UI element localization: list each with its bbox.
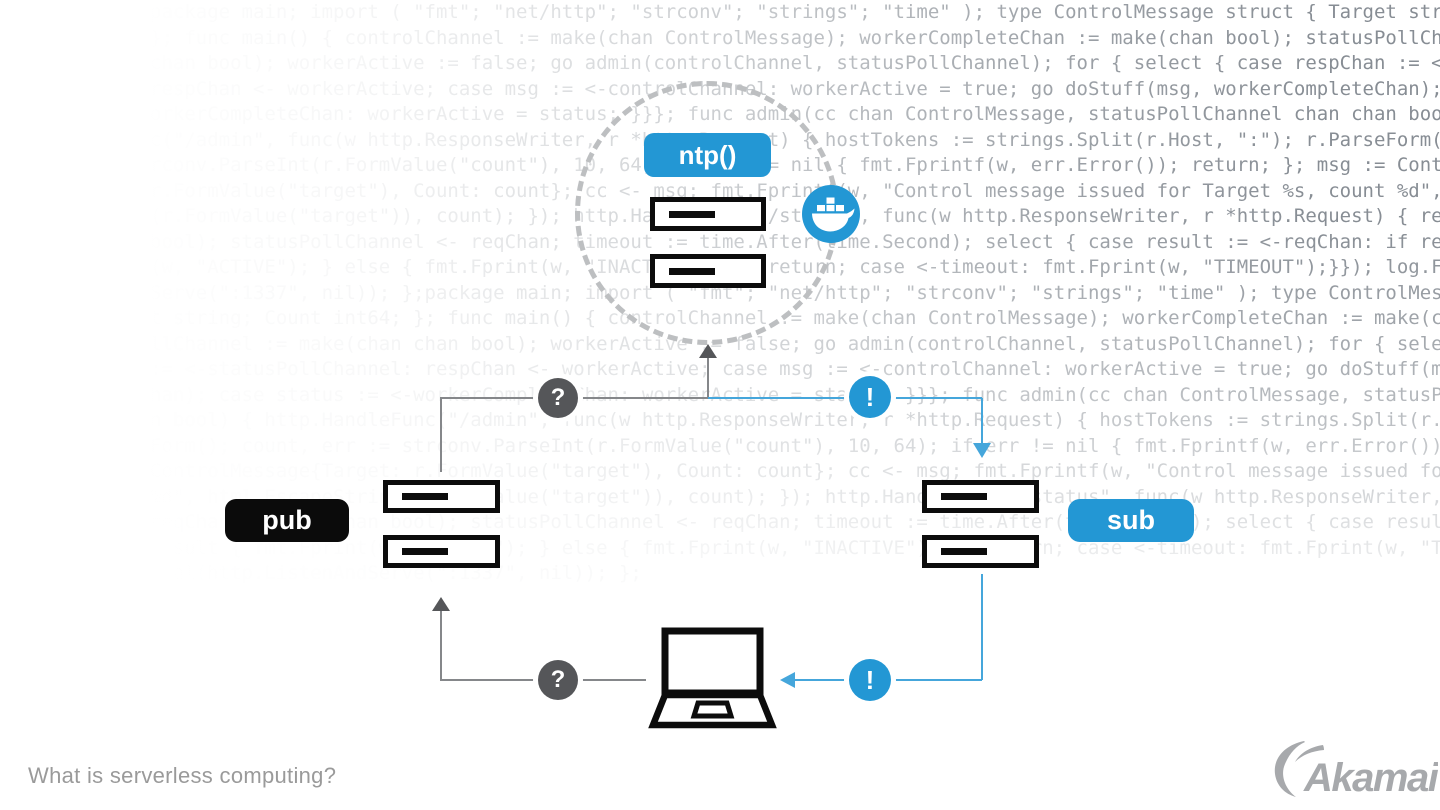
exclamation-glyph: !	[865, 664, 875, 695]
arrow-up-icon	[699, 344, 717, 358]
server-slot	[402, 493, 448, 500]
pub-label: pub	[225, 499, 349, 542]
question-glyph: ?	[550, 384, 566, 411]
flow-line	[440, 611, 442, 680]
server-slot	[402, 548, 448, 555]
server-slot	[669, 267, 715, 275]
server-icon	[383, 480, 500, 513]
exclamation-node-icon: !	[849, 376, 891, 418]
slide-caption: What is serverless computing?	[28, 763, 336, 789]
server-slot	[669, 210, 715, 218]
server-slot	[941, 493, 987, 500]
question-glyph: ?	[550, 666, 566, 693]
caption-text: What is serverless computing?	[28, 763, 337, 788]
flow-line	[981, 574, 983, 680]
docker-whale-icon	[802, 185, 860, 243]
exclamation-glyph: !	[865, 381, 875, 412]
server-slot	[941, 548, 987, 555]
server-icon	[650, 254, 766, 288]
server-icon	[383, 535, 500, 568]
server-icon	[922, 535, 1039, 568]
server-icon	[650, 197, 766, 231]
arrow-down-icon	[973, 443, 991, 458]
pub-label-text: pub	[262, 505, 312, 535]
question-node-icon: ?	[538, 378, 578, 418]
exclamation-node-icon: !	[849, 659, 891, 701]
akamai-logo-text: Akamai	[1303, 756, 1438, 800]
arrow-left-icon	[780, 672, 795, 688]
laptop-icon	[645, 624, 780, 734]
sub-label: sub	[1068, 499, 1194, 542]
arrow-up-icon	[432, 597, 450, 611]
server-icon	[922, 480, 1039, 513]
akamai-logo: Akamai	[1268, 738, 1440, 802]
sub-label-text: sub	[1106, 505, 1155, 535]
ntp-label-text: ntp()	[678, 139, 737, 170]
flow-line	[708, 397, 982, 399]
flow-line	[440, 398, 442, 472]
question-node-icon: ?	[538, 660, 578, 700]
flow-line	[981, 398, 983, 443]
ntp-function-label: ntp()	[644, 133, 771, 177]
flow-line	[707, 358, 709, 398]
